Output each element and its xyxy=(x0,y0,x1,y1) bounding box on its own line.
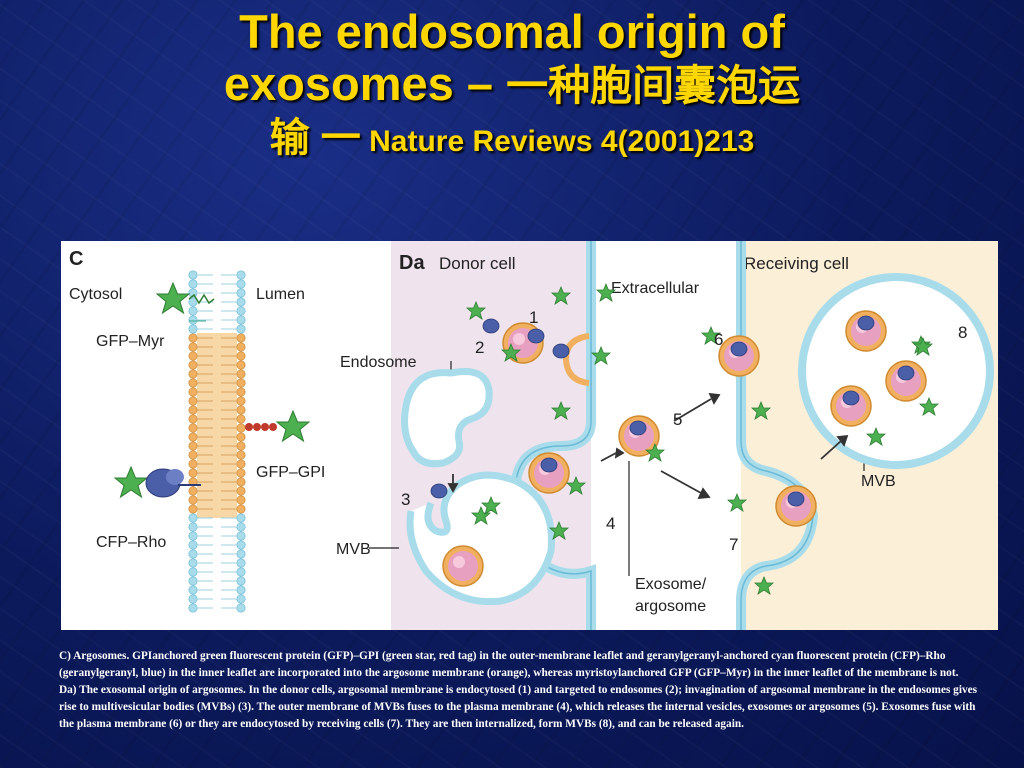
lumen-label: Lumen xyxy=(256,286,305,303)
step-4-label: 4 xyxy=(606,514,615,533)
step-2-label: 2 xyxy=(475,338,484,357)
title-line-3: 输 一 Nature Reviews 4(2001)213 xyxy=(0,118,1024,182)
endosome-label: Endosome xyxy=(340,354,417,371)
step-1-label: 1 xyxy=(529,308,538,327)
gfp-gpi-anchor xyxy=(245,410,310,442)
mvb-right-label: MVB xyxy=(861,473,896,490)
cytosol-label: Cytosol xyxy=(69,286,122,303)
slide-title: The endosomal origin of exosomes – 一种胞间囊… xyxy=(0,8,1024,182)
cfp-rho-star-icon xyxy=(114,466,148,498)
title-line-2-english: exosomes – xyxy=(223,57,507,110)
figure-caption: C) Argosomes. GPIanchored green fluoresc… xyxy=(59,648,989,733)
donor-cell-label: Donor cell xyxy=(439,254,516,273)
step-8-label: 8 xyxy=(958,323,967,342)
process-arrows xyxy=(447,392,849,500)
step-3-label: 3 xyxy=(401,490,410,509)
step-5-label: 5 xyxy=(673,410,682,429)
exosome-label-line-2: argosome xyxy=(635,598,706,615)
title-line-2-chinese: 一种胞间囊泡运 xyxy=(506,62,801,109)
caption-paragraph-c: C) Argosomes. GPIanchored green fluoresc… xyxy=(59,650,959,679)
gfp-gpi-label: GFP–GPI xyxy=(256,464,325,481)
title-reference: Nature Reviews 4(2001)213 xyxy=(360,125,755,158)
exosome-label-line-1: Exosome/ xyxy=(635,576,707,593)
mvb-left-shape xyxy=(406,471,556,606)
cfp-rho-label: CFP–Rho xyxy=(96,534,166,551)
mvb-left-label: MVB xyxy=(336,541,371,558)
lipid-bilayer xyxy=(188,270,246,616)
panel-d-letter: Da xyxy=(399,252,425,274)
step-6-label: 6 xyxy=(714,330,723,349)
figure-illustration: C Cytosol Lumen GFP–Myr GFP–GPI CFP–Rho xyxy=(69,241,998,630)
gfp-gpi-star-icon xyxy=(276,410,310,442)
mvb-right-shape xyxy=(798,273,994,469)
cfp-rho-protein xyxy=(114,466,201,498)
receiving-cell-label: Receiving cell xyxy=(744,254,849,273)
panel-c-letter: C xyxy=(69,248,83,270)
step-7-label: 7 xyxy=(729,535,738,554)
endosome-shape xyxy=(401,368,493,468)
title-line-1: The endosomal origin of xyxy=(239,5,785,58)
caption-paragraph-da: Da) The exosomal origin of argosomes. In… xyxy=(59,684,978,730)
gfp-myr-star-icon xyxy=(156,282,190,314)
exosome-figure: C Cytosol Lumen GFP–Myr GFP–GPI CFP–Rho xyxy=(61,241,998,630)
extracellular-label: Extracellular xyxy=(611,280,700,297)
gfp-myr-label: GFP–Myr xyxy=(96,333,165,350)
title-line-2: exosomes – 一种胞间囊泡运 xyxy=(0,60,1024,112)
title-line-3-chinese: 输 一 xyxy=(269,116,361,160)
